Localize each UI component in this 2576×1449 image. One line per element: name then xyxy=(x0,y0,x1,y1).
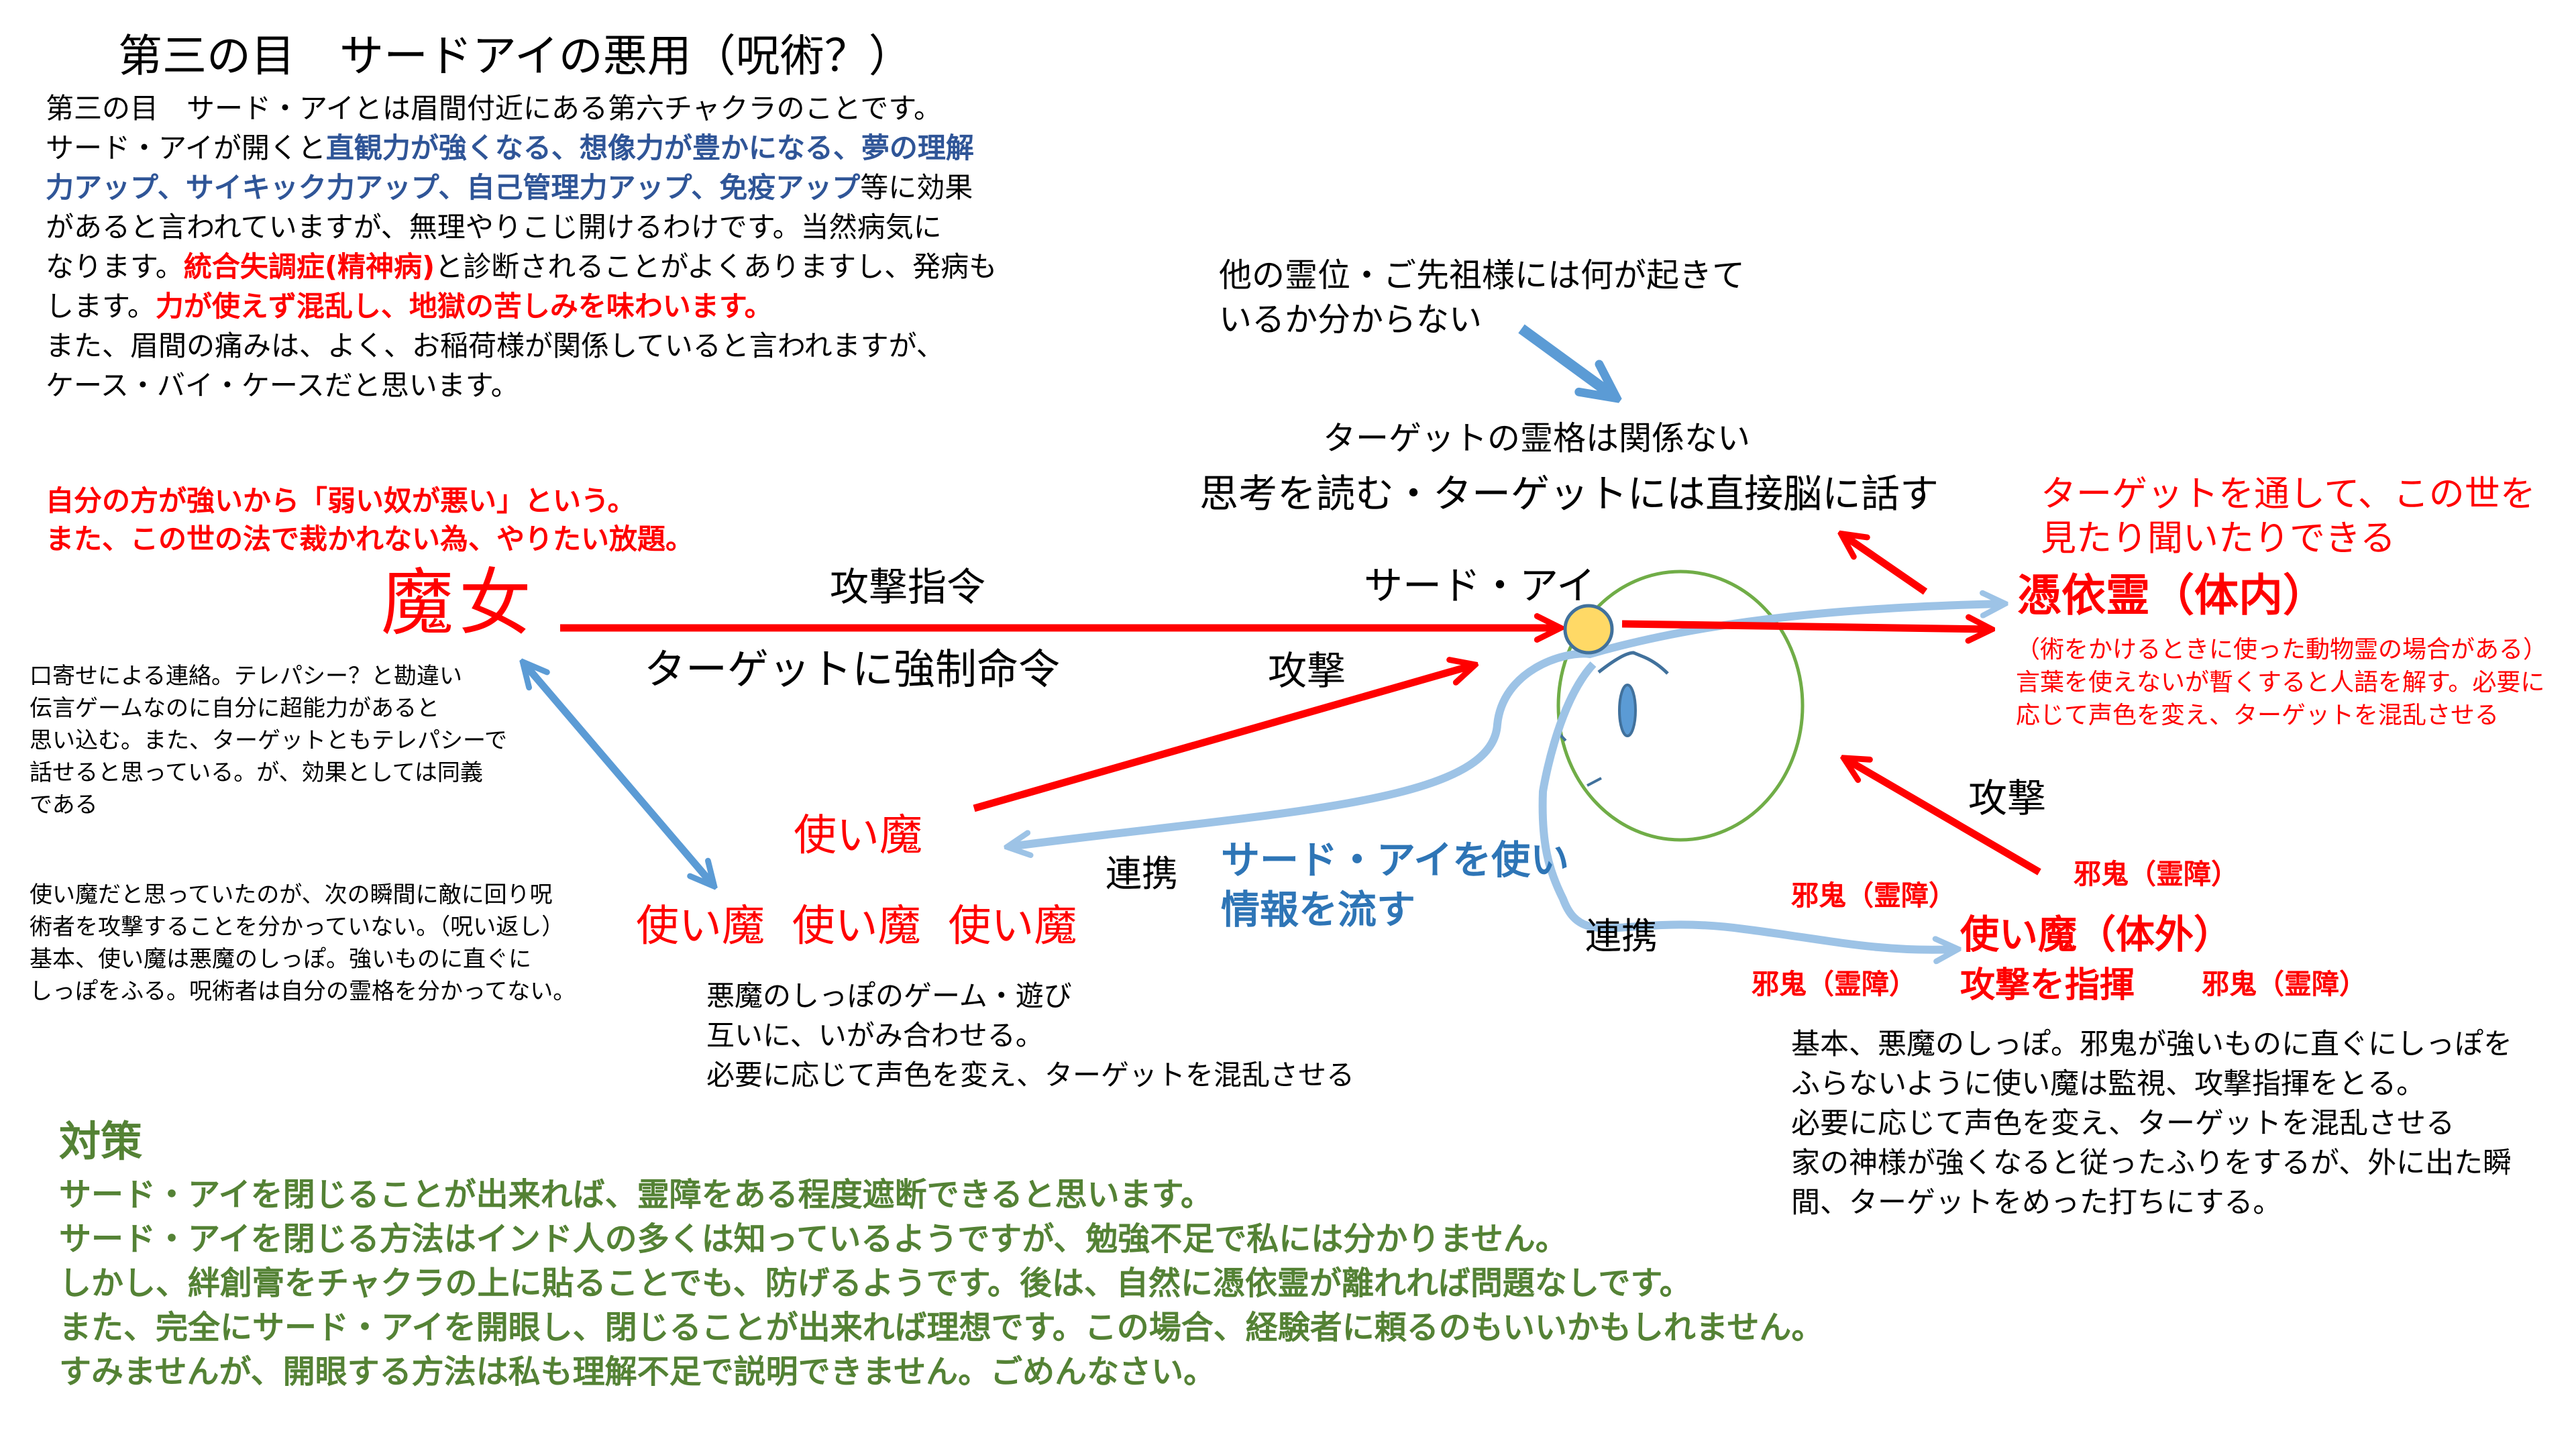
countermeasure-line: すみませんが、開眼する方法は私も理解不足で説明できません。ごめんなさい。 xyxy=(59,1353,1216,1391)
note-line: 他の霊位・ご先祖様には何が起きて xyxy=(1219,256,1746,294)
familiars-row: 使い魔 使い魔 使い魔 xyxy=(636,902,1077,951)
evil-spirit-label: 邪鬼（霊障） xyxy=(1752,968,1917,1000)
text-segment: します。 xyxy=(46,290,156,323)
attack-label: 攻撃 xyxy=(1268,648,1346,694)
note-line: 術者を攻撃することを分かっていない。（呪い返し） xyxy=(30,914,565,941)
intro-line: ケース・バイ・ケースだと思います。 xyxy=(46,366,997,405)
countermeasure-line: しかし、絆創膏をチャクラの上に貼ることでも、防げるようです。後は、自然に憑依霊が… xyxy=(59,1265,1692,1302)
mouth-mark xyxy=(1587,777,1602,787)
intro-line: します。力が使えず混乱し、地獄の苦しみを味わいます。 xyxy=(46,286,997,326)
countermeasure-line: また、完全にサード・アイを開眼し、閉じることが出来れば理想です。この場合、経験者… xyxy=(59,1309,1824,1346)
note-line: ふらないように使い魔は監視、攻撃指揮をとる。 xyxy=(1791,1067,2426,1101)
highlight-illness: 統合失調症(精神病) xyxy=(183,250,435,283)
mind-reading-arrow xyxy=(1843,535,1928,595)
note-line: 伝言ゲームなのに自分に超能力があると xyxy=(30,695,439,722)
countermeasure-line: サード・アイを閉じることが出来れば、霊障をある程度遮断できると思います。 xyxy=(59,1176,1213,1214)
cooperation-label: 連携 xyxy=(1106,853,1178,895)
telepathy-note: 口寄せによる連絡。テレパシー？と勘違い 伝言ゲームなのに自分に超能力があると 思… xyxy=(30,660,507,821)
note-line: 互いに、いがみ合わせる。 xyxy=(706,1019,1044,1052)
witch-familiar-link-arrow xyxy=(525,664,712,884)
external-familiar-label: 使い魔（体外） xyxy=(1960,912,2233,957)
evil-spirit-label: 邪鬼（霊障） xyxy=(1791,879,1956,912)
note-line: 基本、悪魔のしっぽ。邪鬼が強いものに直ぐにしっぽを xyxy=(1791,1028,2512,1061)
note-line: 言葉を使えないが暫くすると人語を解す。必要に xyxy=(2016,669,2545,696)
text-segment: と診断されることがよくありますし、発病も xyxy=(435,250,998,283)
ancestors-note: 他の霊位・ご先祖様には何が起きて いるか分からない xyxy=(1219,254,1745,342)
command-attack-label: 攻撃を指揮 xyxy=(1960,965,2135,1006)
eye-to-spirit-arrow xyxy=(1621,624,1989,629)
evil-spirit-label: 邪鬼（霊障） xyxy=(2202,968,2367,1000)
possessing-spirit-label: 憑依霊（体内） xyxy=(2017,570,2327,621)
info-flow-line: サード・アイを使い xyxy=(1221,837,1570,883)
text-segment: サード・アイが開くと xyxy=(46,131,326,164)
info-flow-label: サード・アイを使い 情報を流す xyxy=(1221,835,1569,934)
witch-note-line: また、この世の法で裁かれない為、やりたい放題。 xyxy=(46,523,694,555)
witch-note-line: 自分の方が強いから「弱い奴が悪い」という。 xyxy=(46,484,636,517)
note-line: 基本、使い魔は悪魔のしっぽ。強いものに直ぐに xyxy=(30,946,531,973)
text-segment: また、眉間の痛みは、よく、お稲荷様が関係していると言われますが、 xyxy=(46,329,945,362)
note-line: ターゲットを通して、この世を xyxy=(2041,474,2536,515)
text-segment: 第三の目 サード・アイとは眉間付近にある第六チャクラのことです。 xyxy=(46,92,943,125)
highlight-benefits: 直観力が強くなる、想像力が豊かになる、夢の理解 xyxy=(325,131,974,164)
info-flow-curve-upper xyxy=(1010,604,2002,847)
note-line: 応じて声色を変え、ターゲットを混乱させる xyxy=(2016,702,2500,729)
intro-line: 力アップ、サイキック力アップ、自己管理力アップ、免疫アップ等に効果 xyxy=(46,168,997,207)
familiar-attack-arrow xyxy=(973,665,1472,812)
note-line: しっぽをふる。呪術者は自分の霊格を分かってない。 xyxy=(30,978,576,1005)
forced-command-label: ターゲットに強制命令 xyxy=(644,645,1061,694)
page-title: 第三の目 サードアイの悪用（呪術？） xyxy=(118,30,913,82)
eye-icon xyxy=(1618,684,1637,737)
intro-paragraph: 第三の目 サード・アイとは眉間付近にある第六チャクラのことです。 サード・アイが… xyxy=(46,89,997,405)
note-line: である xyxy=(30,792,98,818)
note-line: 悪魔のしっぽのゲーム・遊び xyxy=(706,979,1072,1012)
see-hear-note: ターゲットを通して、この世を 見たり聞いたりできる xyxy=(2041,472,2536,561)
mind-reading-label: 思考を読む・ターゲットには直接脳に話す xyxy=(1199,471,1939,517)
info-flow-curve-lower xyxy=(1538,661,1955,950)
eyebrow xyxy=(1597,651,1669,675)
countermeasures-heading: 対策 xyxy=(59,1117,143,1166)
text-segment: 等に効果 xyxy=(860,171,973,204)
intro-line: があると言われていますが、無理やりこじ開けるわけです。当然病気に xyxy=(46,207,997,247)
note-line: 使い魔だと思っていたのが、次の瞬間に敵に回り呪 xyxy=(30,881,553,908)
intro-line: また、眉間の痛みは、よく、お稲荷様が関係していると言われますが、 xyxy=(46,326,997,366)
external-familiar-note: 基本、悪魔のしっぽ。邪鬼が強いものに直ぐにしっぽを ふらないように使い魔は監視、… xyxy=(1791,1025,2512,1223)
text-segment: があると言われていますが、無理やりこじ開けるわけです。当然病気に xyxy=(46,211,942,244)
note-line: 話せると思っている。が、効果としては同義 xyxy=(30,759,483,786)
note-line: いるか分からない xyxy=(1219,301,1483,339)
note-line: 見たり聞いたりできる xyxy=(2041,518,2396,559)
ancestors-arrow xyxy=(1518,324,1613,396)
third-eye-label: サード・アイ xyxy=(1364,563,1596,608)
note-line: 必要に応じて声色を変え、ターゲットを混乱させる xyxy=(1791,1107,2455,1140)
witch-label: 魔女 xyxy=(381,561,537,645)
countermeasures-text: サード・アイを閉じることが出来れば、霊障をある程度遮断できると思います。 サード… xyxy=(59,1173,1823,1394)
familiar-game-note: 悪魔のしっぽのゲーム・遊び 互いに、いがみ合わせる。 必要に応じて声色を変え、タ… xyxy=(706,976,1354,1095)
attack-command-label: 攻撃指令 xyxy=(830,564,986,610)
countermeasure-line: サード・アイを閉じる方法はインド人の多くは知っているようですが、勉強不足で私には… xyxy=(59,1220,1568,1258)
intro-line: 第三の目 サード・アイとは眉間付近にある第六チャクラのことです。 xyxy=(46,89,997,128)
text-segment: なります。 xyxy=(46,250,184,283)
intro-line: サード・アイが開くと直観力が強くなる、想像力が豊かになる、夢の理解 xyxy=(46,128,997,168)
highlight-suffering: 力が使えず混乱し、地獄の苦しみを味わいます。 xyxy=(155,290,773,323)
attack-label: 攻撃 xyxy=(1968,775,2047,821)
cooperation-label: 連携 xyxy=(1585,915,1658,957)
witch-note: 自分の方が強いから「弱い奴が悪い」という。 また、この世の法で裁かれない為、やり… xyxy=(46,482,694,558)
intro-line: なります。統合失調症(精神病)と診断されることがよくありますし、発病も xyxy=(46,247,997,286)
text-segment: ケース・バイ・ケースだと思います。 xyxy=(46,369,519,402)
rank-note: ターゲットの霊格は関係ない xyxy=(1323,419,1751,458)
possessing-spirit-note: （術をかけるときに使った動物霊の場合がある） 言葉を使えないが暫くすると人語を解… xyxy=(2016,633,2547,732)
note-line: 間、ターゲットをめった打ちにする。 xyxy=(1791,1186,2282,1220)
third-eye-circle xyxy=(1563,604,1614,655)
note-line: 思い込む。また、ターゲットともテレパシーで xyxy=(30,727,507,754)
evil-spirit-label: 邪鬼（霊障） xyxy=(2074,858,2239,890)
note-line: （術をかけるときに使った動物霊の場合がある） xyxy=(2016,636,2548,663)
note-line: 必要に応じて声色を変え、ターゲットを混乱させる xyxy=(706,1059,1355,1091)
note-line: 口寄せによる連絡。テレパシー？と勘違い xyxy=(30,663,462,690)
note-line: 家の神様が強くなると従ったふりをするが、外に出た瞬 xyxy=(1791,1146,2512,1180)
highlight-benefits: 力アップ、サイキック力アップ、自己管理力アップ、免疫アップ xyxy=(46,171,861,204)
info-flow-line: 情報を流す xyxy=(1221,887,1416,932)
familiar-label: 使い魔 xyxy=(794,811,922,861)
familiar-betrayal-note: 使い魔だと思っていたのが、次の瞬間に敵に回り呪 術者を攻撃することを分かっていな… xyxy=(30,879,576,1008)
external-attack-arrow xyxy=(1846,759,2041,875)
